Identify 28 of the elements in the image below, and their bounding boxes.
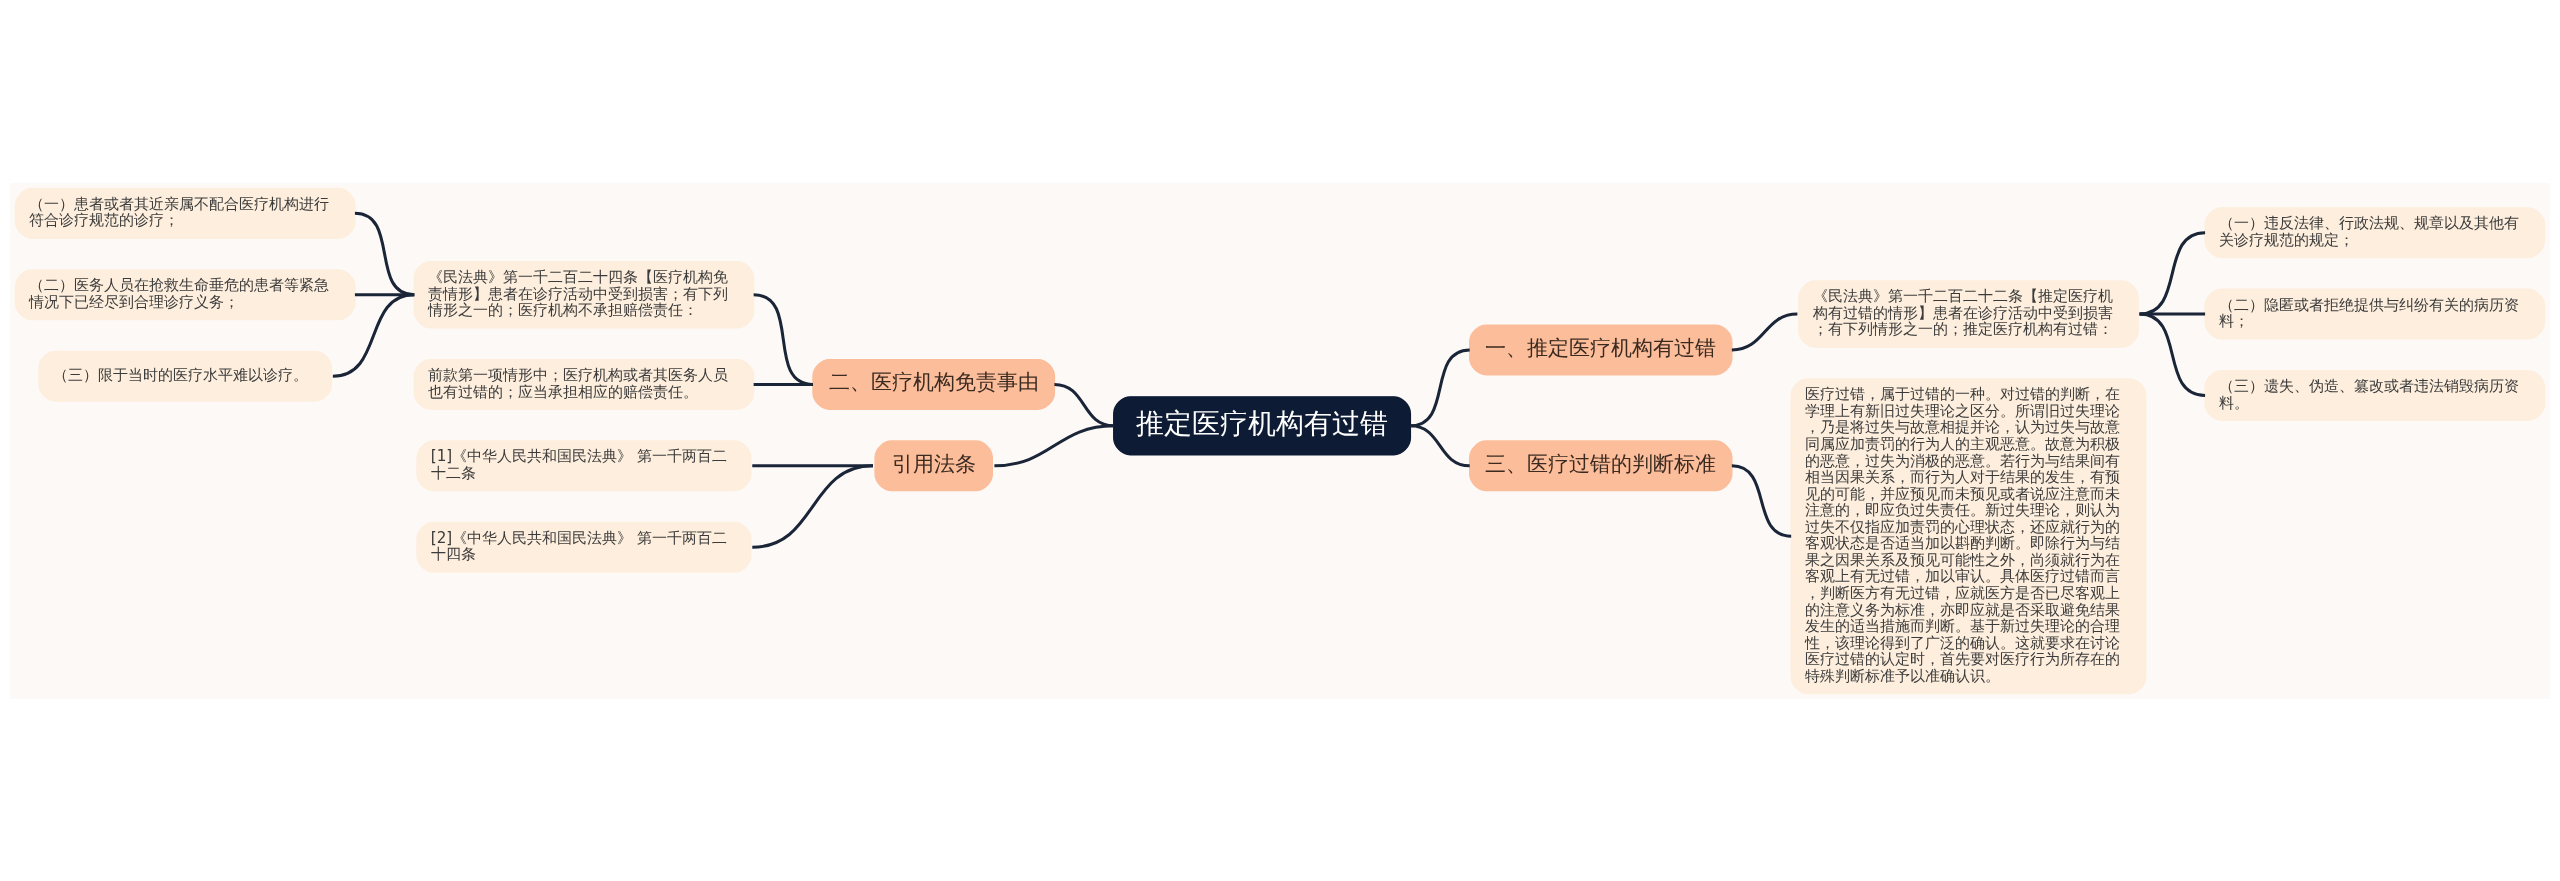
node-box: 三、医疗过错的判断标准 [1469, 439, 1733, 491]
connector [2139, 312, 2206, 397]
node-box: （三）限于当时的医疗水平难以诊疗。 [38, 350, 333, 402]
connector [752, 463, 874, 549]
node-box: （一）患者或者其近亲属不配合医疗机构进行符合诊疗规范的诊疗； [14, 187, 356, 239]
node-box: [1]《中华人民共和国民法典》 第一千两百二十二条 [416, 439, 752, 491]
node-box: 医疗过错，属于过错的一种。对过错的判断，在学理上有新旧过失理论之区分。所谓旧过失理论，乃是将过失与故意相提并论，认为过失与故意同属应加责罚的行为人的主观恶意。故意为积极的恶意，过失为消极的恶意。若行为与结果间有相当因果关系，而行为人对于结果的发生，有预见的可能，并应预见而未预见或者说应注意而未注意的，即应负过失责任。新过失理论，则认为过失不仅指应加责罚的心理状态，还应就行为的客观状态是否适当加以斟酌判断。即除行为与结果之因果关系及预见可能性之外，尚须就行为在客观上有无过错，加以审认。具体医疗过错而言，判断医方有无过错，应就医方是否已尽客观上的注意义务为标准，亦即应就是否采取避免结果发生的适当措施而判断。基于新过失理论的合理性，该理论得到了广泛的确认。这就要求在讨论医疗过错的认定时，首先要对医疗行为所存在的特殊判断标准予以准确认识。 [1790, 377, 2147, 694]
connector [1410, 347, 1470, 427]
node-box: 《民法典》第一千二百二十二条【推定医疗机构有过错的情形】患者在诊疗活动中受到损害；有下列情形之一的；推定医疗机构有过错： [1798, 279, 2139, 348]
connector [1731, 463, 1792, 538]
node-box: （一）违反法律、行政法规、规章以及其他有关诊疗规范的规定； [2204, 206, 2546, 258]
connector [1410, 423, 1470, 467]
connector [2139, 230, 2206, 316]
connector [753, 382, 813, 386]
connector [753, 292, 814, 386]
node-box: 《民法典》第一千二百二十四条【医疗机构免责情形】患者在诊疗活动中受到损害；有下列情形之一的；医疗机构不承担赔偿责任： [413, 260, 755, 329]
connector [994, 423, 1114, 467]
node-box: [2]《中华人民共和国民法典》 第一千两百二十四条 [416, 521, 752, 573]
node-box: 一、推定医疗机构有过错 [1469, 323, 1733, 375]
node-box: 二、医疗机构免责事由 [812, 358, 1056, 410]
node-box: （三）遗失、伪造、篡改或者违法销毁病历资料。 [2204, 369, 2546, 421]
connector [332, 292, 415, 378]
node-box: （二）隐匿或者拒绝提供与纠纷有关的病历资料； [2204, 288, 2546, 340]
node-box: 引用法条 [874, 439, 994, 491]
connector [1731, 312, 1798, 351]
node-box: （二）医务人员在抢救生命垂危的患者等紧急情况下已经尽到合理诊疗义务； [14, 268, 356, 320]
node-box: 前款第一项情形中；医疗机构或者其医务人员也有过错的；应当承担相应的赔偿责任。 [413, 358, 755, 410]
node-box: 推定医疗机构有过错 [1113, 395, 1412, 455]
